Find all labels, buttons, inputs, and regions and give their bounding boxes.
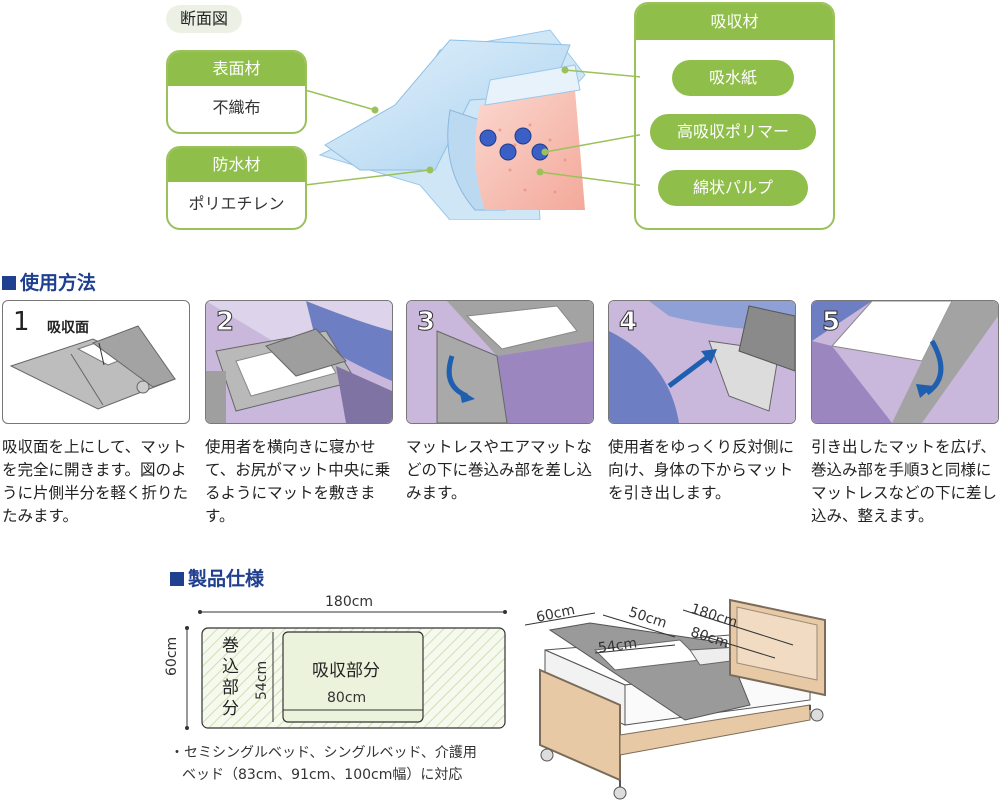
absorb-height-label: 54cm bbox=[254, 660, 270, 700]
usage-step-1-illustration: 1 吸収面 bbox=[2, 300, 190, 424]
waterproof-material-heading: 防水材 bbox=[168, 148, 305, 182]
usage-title-text: 使用方法 bbox=[20, 272, 97, 294]
bed-illustration bbox=[525, 598, 826, 800]
bed-compat-note-1: ・セミシングルベッド、シングルベッド、介護用 bbox=[170, 745, 477, 761]
waterproof-material-box: 防水材 ポリエチレン bbox=[166, 146, 307, 230]
mat-dimension-diagram bbox=[185, 610, 507, 730]
surface-material-value: 不織布 bbox=[212, 98, 261, 117]
usage-step-5-illustration: 5 bbox=[811, 300, 999, 424]
usage-step-4-text: 使用者をゆっくり反対側に向け、身体の下からマットを引き出します。 bbox=[608, 438, 795, 502]
usage-section-title: 使用方法 bbox=[2, 268, 96, 295]
cross-section-title: 断面図 bbox=[166, 5, 243, 33]
usage-step-5-text: 引き出したマットを広げ、巻込み部を手順3と同様にマットレスなどの下に差し込み、整… bbox=[811, 438, 998, 525]
fold-part-label: 巻込部分 bbox=[222, 636, 239, 719]
surface-material-box: 表面材 不織布 bbox=[166, 50, 307, 134]
step-1-label: 吸収面 bbox=[47, 320, 89, 336]
step-2-number: 2 bbox=[215, 307, 235, 338]
bed-compat-note-2: ベッド（83cm、91cm、100cm幅）に対応 bbox=[182, 767, 463, 783]
usage-step-2-text: 使用者を横向きに寝かせて、お尻がマット中央に乗るようにマットを敷きます。 bbox=[205, 438, 391, 525]
absorb-part-label: 吸収部分 bbox=[312, 661, 380, 681]
usage-step-3-illustration: 3 bbox=[406, 300, 594, 424]
cross-section-illustration bbox=[304, 29, 640, 220]
absorbent-material-heading: 吸収材 bbox=[636, 4, 833, 40]
step-4-number: 4 bbox=[618, 307, 638, 338]
usage-step-3-text: マットレスやエアマットなどの下に巻込み部を差し込みます。 bbox=[406, 438, 593, 502]
usage-step-1-text: 吸収面を上にして、マットを完全に開きます。図のように片側半分を軽く折りたたみます… bbox=[2, 438, 189, 525]
mat-width-label: 60cm bbox=[164, 636, 180, 676]
step-5-number: 5 bbox=[821, 307, 841, 338]
usage-step-2-illustration: 2 bbox=[205, 300, 393, 424]
absorb-width-label: 80cm bbox=[327, 690, 367, 706]
spec-title-text: 製品仕様 bbox=[188, 568, 265, 590]
waterproof-material-value: ポリエチレン bbox=[188, 194, 285, 213]
usage-step-4-illustration: 4 bbox=[608, 300, 796, 424]
absorbent-item-paper: 吸水紙 bbox=[672, 60, 794, 96]
step-1-number: 1 bbox=[13, 307, 30, 337]
absorbent-item-pulp: 綿状パルプ bbox=[658, 170, 808, 206]
absorbent-item-polymer: 高吸収ポリマー bbox=[650, 114, 816, 150]
step-3-number: 3 bbox=[416, 307, 436, 338]
spec-section-title: 製品仕様 bbox=[170, 564, 264, 591]
surface-material-heading: 表面材 bbox=[168, 52, 305, 86]
mat-length-label: 180cm bbox=[325, 594, 374, 610]
